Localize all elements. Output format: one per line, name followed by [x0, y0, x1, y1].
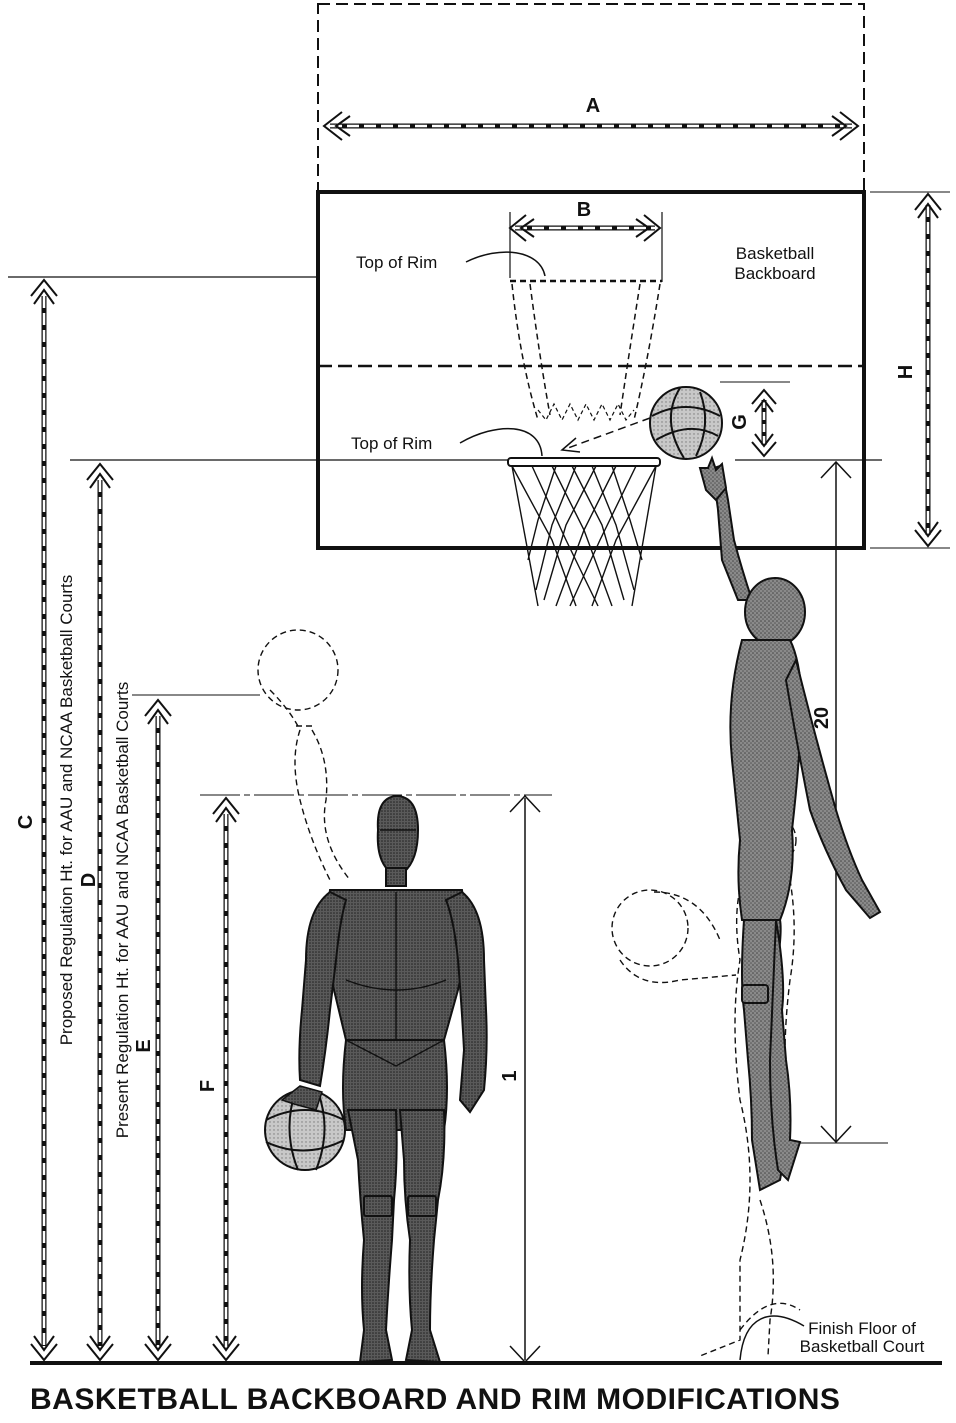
dimension-label-g: G [729, 414, 751, 430]
dimension-f [212, 796, 240, 1362]
dimension-20 [820, 460, 852, 1144]
standing-player-contours [345, 829, 447, 1067]
trajectory-arrowhead [560, 437, 581, 453]
dimension-label-1: 1 [499, 1070, 521, 1081]
ghost-reaching-figure [257, 629, 351, 881]
basketball-jumper [649, 386, 723, 460]
page-title: BASKETBALL BACKBOARD AND RIM MODIFICATIO… [30, 1383, 841, 1416]
dimension-label-a: A [586, 95, 600, 117]
dimension-label-c: C [15, 815, 37, 829]
dimension-h [870, 191, 950, 549]
top-of-rim-leader-lower [459, 427, 543, 457]
standing-player [298, 794, 488, 1364]
dimension-label-d: D [78, 873, 100, 887]
proposed-height-label: Proposed Regulation Ht. for AAU and NCAA… [57, 575, 76, 1046]
backboard-label-line1: Basketball [736, 244, 814, 263]
dimension-label-20: 20 [811, 707, 833, 729]
jumping-player [698, 455, 882, 1192]
dimension-label-e: E [133, 1039, 155, 1052]
proposed-net-bottom [537, 402, 635, 422]
top-of-rim-leader-upper [465, 251, 546, 277]
present-rim [507, 457, 661, 607]
dimension-g [751, 388, 777, 458]
dimension-label-h: H [895, 365, 917, 379]
basketball-standing [264, 1085, 346, 1171]
proposed-backboard-outline [317, 3, 865, 193]
proposed-rim [510, 279, 662, 421]
present-height-label: Present Regulation Ht. for AAU and NCAA … [113, 682, 132, 1138]
dimension-e [144, 698, 172, 1362]
finish-floor-label-line2: Basketball Court [800, 1337, 925, 1356]
top-of-rim-label-upper: Top of Rim [356, 253, 437, 272]
finish-floor-leader [739, 1315, 805, 1361]
dimension-b [508, 212, 663, 282]
top-of-rim-label-lower: Top of Rim [351, 434, 432, 453]
dimension-d [86, 462, 114, 1362]
dimension-a [322, 111, 860, 141]
finish-floor-label-line1: Finish Floor of [808, 1319, 916, 1338]
dimension-label-b: B [577, 199, 591, 221]
backboard-label-line2: Backboard [734, 264, 815, 283]
dimension-c [30, 278, 58, 1362]
dimension-label-f: F [197, 1080, 219, 1092]
dashed-trajectory-arrow [567, 417, 651, 449]
